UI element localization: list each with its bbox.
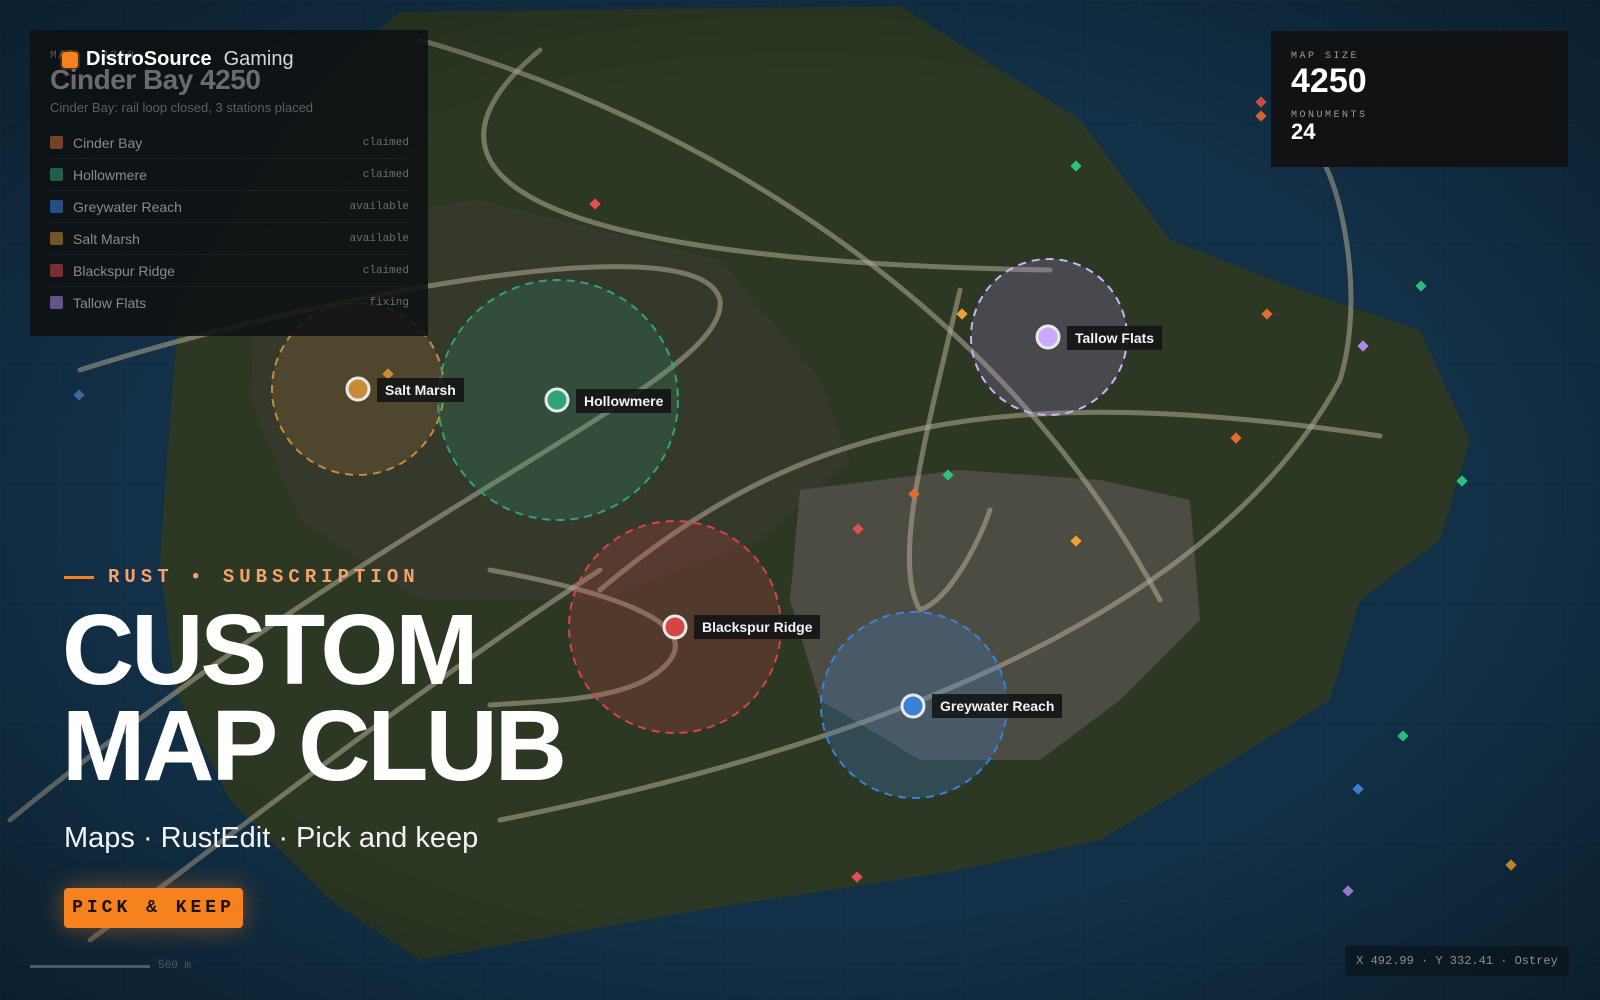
kicker-dash <box>64 575 94 579</box>
zone-left: Cinder Bay <box>50 135 142 151</box>
zone-row[interactable]: Blackspur Ridge claimed <box>50 255 409 287</box>
hero-tagline: Maps · RustEdit · Pick and keep <box>64 822 479 854</box>
zone-row[interactable]: Hollowmere claimed <box>50 159 409 191</box>
monuments-value: 24 <box>1291 119 1316 144</box>
zone-swatch <box>50 232 63 245</box>
map-info-panel <box>30 30 428 336</box>
zone-left: Greywater Reach <box>50 199 182 215</box>
map-stats-panel: MAP SIZE 4250 MONUMENTS 24 <box>1271 31 1568 167</box>
hero-line-2: MAP CLUB <box>62 690 567 802</box>
zone-status: claimed <box>362 136 409 149</box>
map-size-label: MAP SIZE <box>1291 51 1360 62</box>
zone-status: available <box>349 200 409 213</box>
label-salt-marsh[interactable]: Salt Marsh <box>377 378 464 402</box>
zone-name: Blackspur Ridge <box>73 262 175 279</box>
brand-logo[interactable]: DistroSource Gaming <box>62 48 294 71</box>
zone-status: claimed <box>362 264 409 277</box>
panel-title: Cinder Bay 4250 <box>50 64 261 95</box>
zone-row[interactable]: Tallow Flats fixing <box>50 287 409 318</box>
label-greywater-reach[interactable]: Greywater Reach <box>932 694 1063 718</box>
zone-row[interactable]: Salt Marsh available <box>50 223 409 255</box>
zone-row[interactable]: Cinder Bay claimed <box>50 127 409 159</box>
zone-swatch <box>50 296 63 309</box>
zone-left: Tallow Flats <box>50 295 146 311</box>
zone-swatch <box>50 168 63 181</box>
hero-line-1: CUSTOM <box>62 594 478 706</box>
zone-row[interactable]: Greywater Reach available <box>50 191 409 223</box>
scale-bar <box>30 964 150 968</box>
hero-kicker-text: RUST • SUBSCRIPTION <box>108 566 420 588</box>
panel-subtitle: Cinder Bay: rail loop closed, 3 stations… <box>50 100 314 115</box>
zone-status: claimed <box>362 168 409 181</box>
brand-suffix: Gaming <box>223 48 294 70</box>
brand-name: DistroSource <box>86 48 212 70</box>
label-blackspur-ridge[interactable]: Blackspur Ridge <box>694 615 821 639</box>
zone-swatch <box>50 200 63 213</box>
scale-label: 500 m <box>158 960 192 972</box>
label-tallow-flats[interactable]: Tallow Flats <box>1067 326 1163 350</box>
zone-name: Greywater Reach <box>73 198 182 215</box>
zone-name: Cinder Bay <box>73 134 143 151</box>
hero-title: CUSTOM MAP CLUB <box>62 594 567 802</box>
pick-and-keep-button[interactable]: PICK & KEEP <box>64 888 243 928</box>
zone-name: Tallow Flats <box>73 294 147 311</box>
zone-status: available <box>349 232 409 245</box>
zone-status: fixing <box>369 296 409 309</box>
zone-name: Salt Marsh <box>73 230 140 247</box>
zone-left: Hollowmere <box>50 167 147 183</box>
zone-swatch <box>50 136 63 149</box>
zone-name: Hollowmere <box>73 166 147 183</box>
map-size-value: 4250 <box>1291 62 1367 100</box>
zone-swatch <box>50 264 63 277</box>
monuments-label: MONUMENTS <box>1291 110 1368 121</box>
zone-left: Salt Marsh <box>50 231 140 247</box>
brand-mark-icon <box>62 51 78 68</box>
map-scale: 500 m <box>30 960 191 972</box>
label-hollowmere[interactable]: Hollowmere <box>576 389 672 413</box>
cursor-coordinates: X 492.99 · Y 332.41 · Ostrey <box>1345 946 1569 976</box>
hero-kicker: RUST • SUBSCRIPTION <box>64 566 420 588</box>
zone-left: Blackspur Ridge <box>50 263 175 279</box>
